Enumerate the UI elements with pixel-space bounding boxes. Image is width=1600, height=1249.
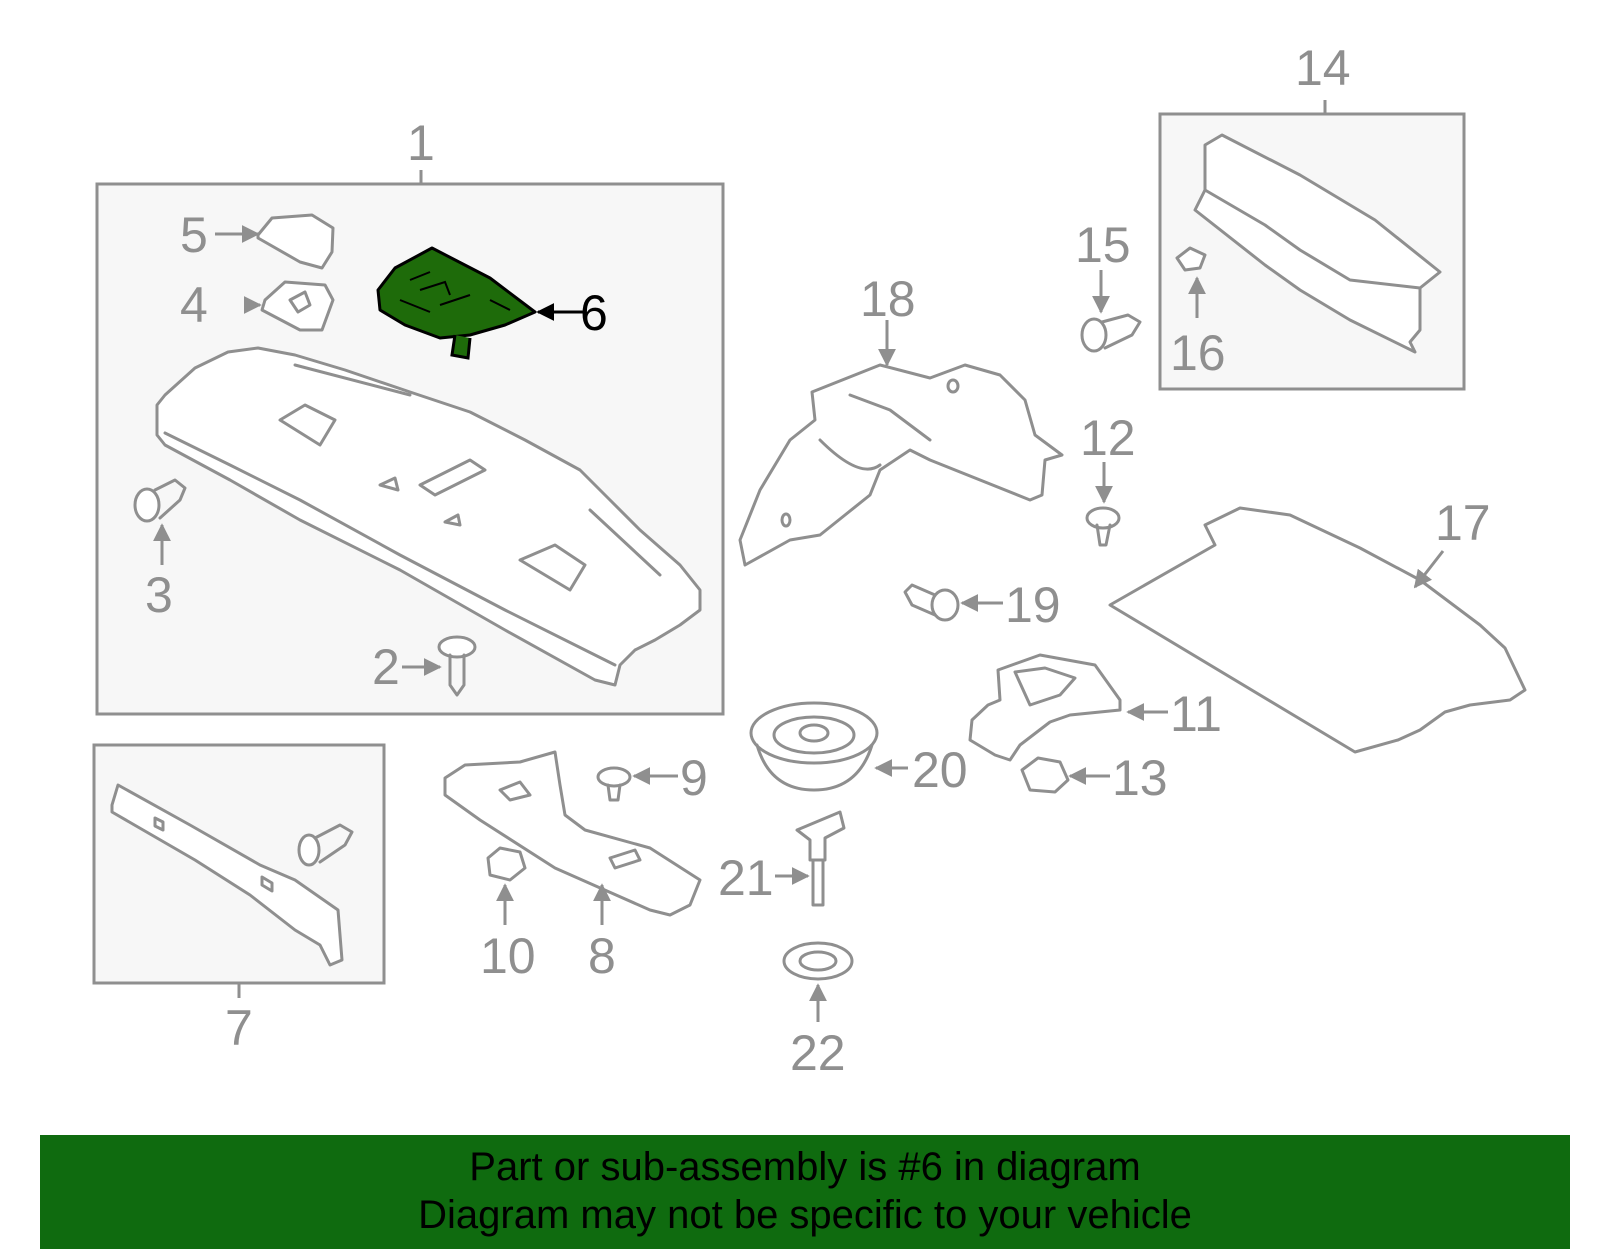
part-9-clip[interactable]: 9 (596, 750, 708, 806)
label-5: 5 (180, 207, 208, 263)
part-3-push-clip[interactable]: 3 (133, 478, 187, 623)
label-16: 16 (1170, 325, 1226, 381)
part-20-speaker-cup[interactable]: 20 (749, 701, 968, 798)
label-12: 12 (1080, 410, 1136, 466)
label-20: 20 (912, 742, 968, 798)
label-9: 9 (680, 750, 708, 806)
info-banner: Part or sub-assembly is #6 in diagram Di… (40, 1135, 1570, 1249)
part-8-trim-panel[interactable]: 8 (443, 750, 702, 984)
part-11-bracket[interactable]: 11 (968, 653, 1222, 762)
part-18-wheelhouse-liner[interactable]: 18 (738, 271, 1064, 567)
label-3: 3 (145, 567, 173, 623)
label-10: 10 (480, 928, 536, 984)
label-18: 18 (860, 271, 916, 327)
label-8: 8 (588, 928, 616, 984)
label-1: 1 (407, 115, 435, 171)
label-6: 6 (580, 285, 608, 341)
part-19-push-clip[interactable]: 19 (903, 577, 1061, 633)
part-2-clip[interactable]: 2 (372, 635, 477, 697)
banner-background (40, 1135, 1570, 1249)
label-13: 13 (1112, 750, 1168, 806)
part-14-trim-rail[interactable]: 16 (1170, 133, 1442, 381)
part-17-trunk-mat[interactable]: 17 (1108, 495, 1527, 754)
part-22-grommet[interactable]: 22 (782, 941, 854, 1081)
part-1-package-tray[interactable] (155, 346, 702, 687)
part-6-highlighted-cover[interactable]: 6 (376, 246, 608, 360)
part-7-trim-rail[interactable] (110, 783, 354, 967)
banner-line-1: Part or sub-assembly is #6 in diagram (469, 1145, 1141, 1189)
label-15: 15 (1075, 217, 1131, 273)
banner-line-2: Diagram may not be specific to your vehi… (418, 1193, 1192, 1237)
part-13-nut[interactable]: 13 (1020, 750, 1168, 806)
label-19: 19 (1005, 577, 1061, 633)
part-10-nut[interactable]: 10 (480, 846, 536, 984)
label-14: 14 (1295, 40, 1351, 96)
label-4: 4 (180, 277, 208, 333)
label-17: 17 (1435, 495, 1491, 551)
part-12-clip[interactable]: 12 (1080, 410, 1136, 547)
label-21: 21 (718, 850, 774, 906)
label-22: 22 (790, 1025, 846, 1081)
part-15-push-clip[interactable]: 15 (1075, 217, 1142, 353)
label-7: 7 (225, 1000, 253, 1056)
label-2: 2 (372, 639, 400, 695)
part-5-cover[interactable]: 5 (180, 207, 335, 270)
part-21-bolt[interactable]: 21 (718, 810, 846, 907)
part-4-bracket[interactable]: 4 (180, 277, 335, 333)
group-7-frame: 7 (92, 743, 386, 1056)
label-11: 11 (1170, 686, 1222, 742)
